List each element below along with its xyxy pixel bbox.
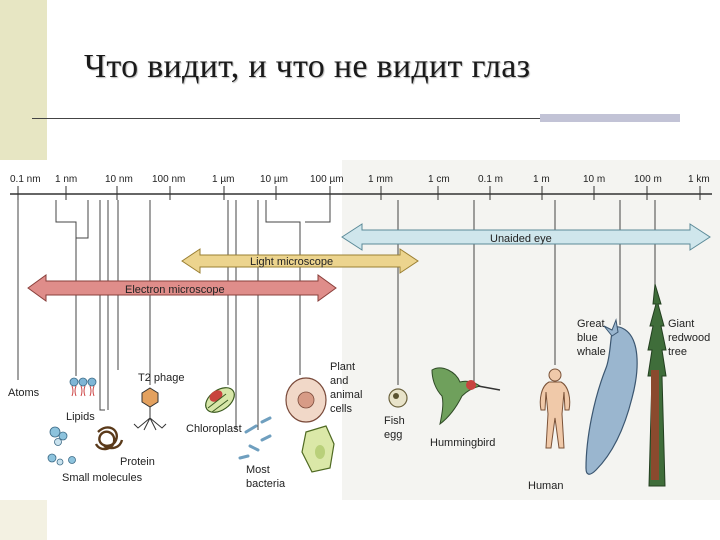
light-microscope-label: Light microscope <box>250 256 333 268</box>
most-bacteria-label-line1: Most <box>246 464 270 476</box>
tick-10m: 10 m <box>583 174 605 185</box>
size-scale-figure: 0.1 nm 1 nm 10 nm 100 nm 1 µm 10 µm 100 … <box>0 160 720 500</box>
tick-0-1nm: 0.1 nm <box>10 174 41 185</box>
tick-1m: 1 m <box>533 174 550 185</box>
tick-1mm: 1 mm <box>368 174 393 185</box>
fish-egg-label-line2: egg <box>384 429 402 441</box>
atoms-label: Atoms <box>8 387 40 399</box>
t2-phage-label: T2 phage <box>138 372 184 384</box>
t2-phage-illustration <box>133 387 167 431</box>
plant-cell-illustration <box>285 377 327 423</box>
tick-1nm: 1 nm <box>55 174 77 185</box>
unaided-eye-label: Unaided eye <box>490 233 552 245</box>
electron-microscope-label: Electron microscope <box>125 284 225 296</box>
tick-10nm: 10 nm <box>105 174 133 185</box>
tick-1um: 1 µm <box>212 174 234 185</box>
tick-10um: 10 µm <box>260 174 288 185</box>
redwood-label-line1: Giant <box>668 318 694 330</box>
redwood-label-line3: tree <box>668 346 687 358</box>
fish-egg-label-line1: Fish <box>384 415 405 427</box>
title-rule-accent <box>540 114 680 122</box>
cells-label-line1: Plant <box>330 361 355 373</box>
light-microscope-range-arrow <box>181 248 419 274</box>
unaided-eye-range-arrow <box>341 223 711 251</box>
small-molecules-label: Small molecules <box>62 472 143 484</box>
cells-label-line4: cells <box>330 403 353 415</box>
whale-label-line2: blue <box>577 332 598 344</box>
tick-0-1m: 0.1 m <box>478 174 503 185</box>
electron-microscope-range-arrow <box>27 274 337 302</box>
redwood-tree-illustration <box>647 283 667 487</box>
animal-cell-illustration <box>301 425 335 473</box>
most-bacteria-label-line2: bacteria <box>246 478 286 490</box>
lipids-illustration <box>69 377 97 397</box>
hummingbird-illustration <box>431 367 501 426</box>
protein-label: Protein <box>120 456 155 468</box>
scale-ticks <box>17 186 701 200</box>
blue-whale-illustration <box>585 318 638 475</box>
tick-1cm: 1 cm <box>428 174 450 185</box>
chloroplast-label: Chloroplast <box>186 423 242 435</box>
redwood-label-line2: redwood <box>668 332 710 344</box>
bacteria-illustration <box>238 416 272 460</box>
chloroplast-illustration <box>205 387 235 413</box>
hummingbird-label: Hummingbird <box>430 437 495 449</box>
tick-100nm: 100 nm <box>152 174 185 185</box>
slide-title: Что видит, и что не видит глаз <box>84 48 531 85</box>
fish-egg-illustration <box>388 388 408 408</box>
tick-1km: 1 km <box>688 174 710 185</box>
tick-100m: 100 m <box>634 174 662 185</box>
lipids-label: Lipids <box>66 411 95 423</box>
human-illustration <box>539 368 571 449</box>
human-label: Human <box>528 480 563 492</box>
tick-100um: 100 µm <box>310 174 344 185</box>
small-molecules-illustration <box>47 426 76 466</box>
title-rule <box>32 118 542 119</box>
whale-label-line3: whale <box>576 346 606 358</box>
cells-label-line3: animal <box>330 389 362 401</box>
protein-illustration <box>94 426 124 451</box>
whale-label-line1: Great <box>577 318 605 330</box>
cells-label-line2: and <box>330 375 348 387</box>
